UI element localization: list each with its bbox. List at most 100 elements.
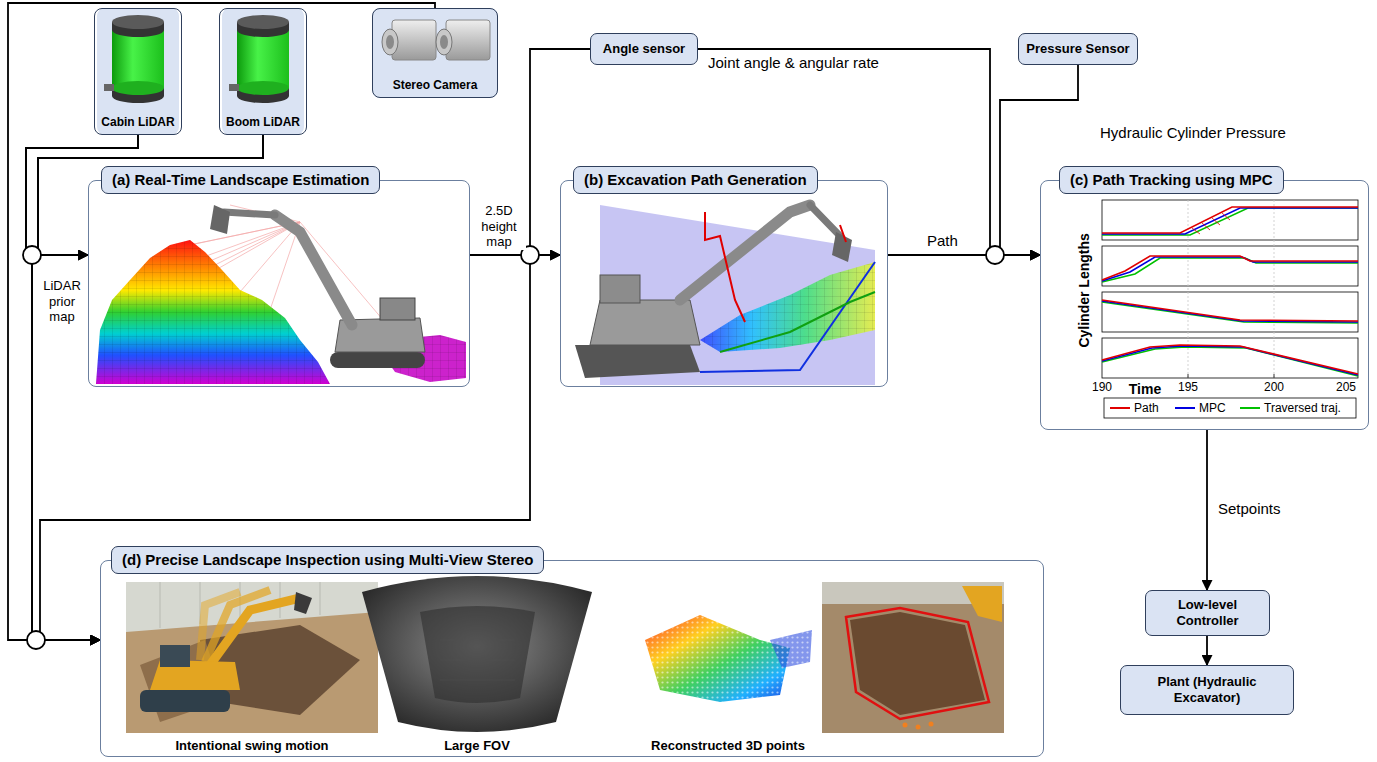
camera-box: Stereo Camera [372, 8, 498, 98]
lidar-box: Boom LiDAR [219, 8, 307, 135]
inspection-figures [962, 586, 1002, 622]
landscape-estimation-figure [224, 212, 275, 215]
stereo-camera-icon [382, 29, 398, 55]
tick-label: 200 [1264, 380, 1284, 394]
stereo-camera-icon [440, 35, 448, 49]
node-text: Low-level Controller [1152, 597, 1263, 628]
inspection-figures [126, 582, 378, 733]
summing-junction [986, 246, 1004, 264]
lidar-icon [229, 15, 289, 103]
connector [1206, 636, 1208, 665]
stereo-camera-icon [392, 20, 436, 60]
path-generation-figure [700, 262, 875, 352]
cylinder-length-plot [1102, 300, 1358, 321]
cylinder-length-plot [1102, 345, 1358, 374]
edge-label: Hydraulic Cylinder Pressure [1098, 124, 1288, 142]
cylinder-length-plot [1102, 246, 1358, 286]
path-generation-figure [832, 232, 852, 262]
node-text: Boom LiDAR [226, 115, 300, 129]
inspection-figures [160, 645, 190, 667]
landscape-estimation-figure [96, 240, 330, 384]
stereo-camera-icon [386, 35, 394, 49]
lidar-icon [104, 15, 164, 103]
inspection-figures [420, 606, 535, 703]
cylinder-length-plot [1188, 200, 1189, 378]
inspection-figures [903, 723, 908, 728]
legend-swatch [1110, 407, 1130, 409]
lidar-icon [104, 84, 114, 91]
path-generation-figure [575, 345, 700, 378]
connector [8, 3, 1207, 665]
figure-caption: Intentional swing motion [175, 738, 328, 754]
plant-box: Plant (Hydraulic Excavator) [1120, 665, 1294, 715]
cylinder-length-plot [1110, 407, 1260, 409]
cylinder-length-plot [1102, 208, 1358, 235]
path-generation-figure [840, 225, 846, 242]
inspection-figures [320, 582, 321, 615]
cylinder-length-plot [1102, 292, 1358, 332]
cylinder-length-plot [1102, 207, 1358, 233]
path-generation-figure [680, 205, 810, 300]
cylinder-length-plot [1102, 200, 1358, 240]
inspection-figures [929, 722, 934, 727]
connector [698, 49, 1040, 255]
connector [1206, 430, 1208, 590]
tick-label: 190 [1092, 380, 1112, 394]
sensor-box-fill [97, 8, 498, 135]
module-panel: (b) Excavation Path Generation [560, 180, 888, 387]
connector [38, 135, 263, 255]
panel-heading: (b) Excavation Path Generation [573, 166, 818, 194]
panel-heading: (c) Path Tracking using MPC [1059, 166, 1284, 194]
panel-heading: (d) Precise Landscape Inspection using M… [111, 546, 544, 574]
cylinder-length-plot [1102, 257, 1358, 281]
tick-label: 205 [1336, 380, 1356, 394]
cylinder-length-plot [1188, 374, 1274, 378]
axis-title: Time [1129, 381, 1161, 398]
edge-label: Joint angle & angular rate [706, 54, 881, 72]
sensor-box-fill [97, 8, 179, 135]
inspection-figures [645, 615, 790, 702]
inspection-figures [210, 598, 300, 665]
controller-box: Low-level Controller [1145, 590, 1270, 636]
cylinder-length-plot [1102, 256, 1358, 280]
cylinder-length-plot [1192, 213, 1230, 234]
legend-swatch [1240, 407, 1260, 409]
inspection-figures [294, 592, 312, 614]
inspection-figures [770, 630, 812, 668]
module-panel: (a) Real-Time Landscape Estimation [88, 180, 470, 387]
lidar-box: Cabin LiDAR [94, 8, 182, 135]
summing-junction [27, 631, 45, 649]
inspection-figures [846, 608, 989, 719]
node-text: Stereo Camera [393, 78, 478, 92]
landscape-estimation-figure [380, 298, 415, 320]
inspection-figures [440, 660, 515, 661]
cylinder-length-plot [1102, 301, 1358, 322]
path-generation-figure [700, 262, 875, 372]
landscape-estimation-figure [96, 205, 466, 384]
cylinder-length-plot [1102, 208, 1358, 234]
module-panel: (d) Precise Landscape Inspection using M… [100, 560, 1044, 757]
stereo-camera-icon [446, 20, 490, 60]
lidar-icon [112, 15, 164, 29]
cylinder-length-plot [1102, 346, 1358, 375]
summing-junction [23, 246, 1004, 649]
path-generation-figure [705, 212, 745, 322]
sensor-box: Pressure Sensor [1018, 33, 1138, 65]
cylinder-length-plot [1102, 207, 1358, 376]
connector [1000, 65, 1078, 255]
cylinder-length-plot [1274, 374, 1275, 378]
cylinder-length-plot [1102, 200, 1358, 378]
sensor-box-fill [222, 8, 304, 135]
inspection-figures [440, 640, 515, 641]
inspection-figures [126, 576, 1004, 733]
inspection-figures [440, 680, 515, 681]
inspection-figures [916, 725, 921, 730]
cylinder-length-plot [1274, 200, 1275, 378]
figure-caption: Large FOV [444, 738, 510, 754]
node-text: Cabin LiDAR [101, 115, 174, 129]
path-generation-figure [720, 292, 875, 352]
cylinder-length-plot [1104, 398, 1356, 418]
inspection-figures [440, 640, 515, 680]
sensor-box: Angle sensor [590, 33, 698, 65]
